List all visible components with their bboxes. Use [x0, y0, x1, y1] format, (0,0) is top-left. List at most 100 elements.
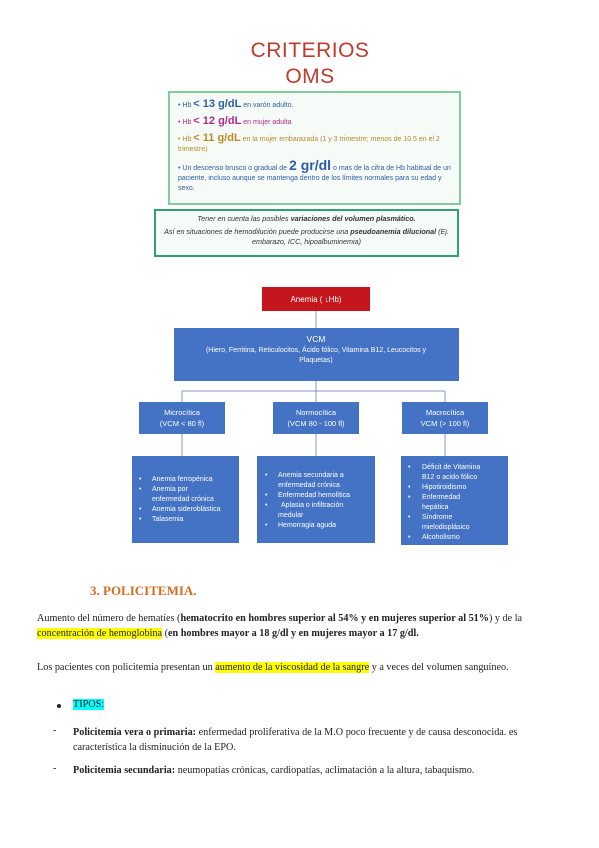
macrocitica-cause-bullet-2: •	[408, 484, 411, 491]
type-secundaria-title: Policitemia secundaria:	[73, 765, 176, 776]
vcm-node	[174, 328, 459, 381]
type-vera-title: Policitemia vera o primaria:	[73, 727, 197, 738]
macrocitica-cause-1-cont: B12 o acido fólico	[422, 474, 477, 481]
microcitica-causes: • Anemia ferropénica • Anemia por enferm…	[139, 476, 221, 523]
section-heading: 3. POLICITEMIA.	[90, 583, 197, 598]
criteria-box: • Hb < 13 g/dL en varón adulto. • Hb < 1…	[168, 91, 461, 205]
macrocitica-cause-bullet-5: •	[408, 534, 411, 541]
note-line-1-text: Tener en cuenta las posibles	[197, 214, 291, 223]
criteria-item-1-value: < 13 g/dL	[193, 98, 242, 110]
tipos-label: TIPOS:	[73, 697, 105, 712]
criteria-item-1: • Hb < 13 g/dL en varón adulto.	[178, 99, 451, 111]
normocitica-title: Normocítica	[296, 408, 337, 417]
macrocitica-cause-bullet-4: •	[408, 514, 411, 521]
microcitica-cause-2: Anemia por	[152, 486, 188, 493]
note-line-2: Así en situaciones de hemodilución puede…	[162, 227, 451, 247]
paragraph-viscosity: Los pacientes con policitemia presentan …	[37, 660, 562, 675]
criteria-item-4-text: o mas de la cifra de Hb habitual de un p…	[178, 165, 451, 192]
p1-text-a: Aumento del número de hematíes (	[37, 613, 181, 624]
microcitica-cause-bullet-1: •	[139, 476, 142, 483]
criteria-item-3-value: < 11 g/dL	[193, 132, 241, 144]
normocitica-sub: (VCM 80 - 100 fl)	[287, 419, 345, 428]
p2-text-c: y a veces del volumen sanguíneo.	[369, 662, 509, 673]
macrocitica-cause-bullet-1: •	[408, 464, 411, 471]
p1-hemoglobin-values: en hombres mayor a 18 g/dl y en mujeres …	[167, 628, 419, 639]
microcitica-cause-4: Talasemia	[152, 516, 184, 523]
macrocitica-node	[402, 402, 488, 434]
type1-dash: -	[53, 725, 57, 736]
criteria-title: CRITERIOS OMS	[240, 38, 380, 90]
microcitica-cause-bullet-4: •	[139, 516, 142, 523]
macrocitica-cause-4: Síndrome	[422, 514, 452, 521]
microcitica-sub: (VCM < 80 fl)	[160, 419, 205, 428]
microcitica-causes-node	[132, 456, 239, 543]
anemia-root-label: Anemia ( ↓Hb)	[290, 295, 341, 304]
macrocitica-title: Macrocítica	[426, 408, 465, 417]
macrocitica-sub: VCM (> 100 fl)	[421, 419, 470, 428]
normocitica-cause-3: Aplasia o infiltración	[281, 502, 343, 509]
macrocitica-cause-5: Alcoholismo	[422, 534, 460, 541]
macrocitica-cause-2: Hipotiroidismo	[422, 484, 466, 491]
macrocitica-cause-4-cont: mielodisplásico	[422, 524, 470, 531]
microcitica-cause-3: Anemia sideroblástica	[152, 506, 221, 513]
criteria-item-1-pre: • Hb	[178, 102, 194, 109]
criteria-item-3-text: en la mujer embarazada (1 y 3 trimestre;…	[178, 136, 440, 153]
note-line-1: Tener en cuenta las posibles variaciones…	[162, 214, 451, 224]
note-line-2-bold: pseudoanemia dilucional	[350, 227, 437, 236]
macrocitica-cause-3-cont: hepática	[422, 504, 449, 511]
note-line-2-tail: (Ej. embarazo, ICC, hipoalbuminemia)	[251, 227, 449, 246]
macrocitica-causes-node	[401, 456, 508, 545]
vcm-sub-line2: Plaquetas)	[299, 357, 332, 364]
normocitica-cause-4: Hemorragia aguda	[278, 522, 336, 529]
tipos-bullet-icon	[57, 704, 61, 708]
microcitica-cause-1: Anemia ferropénica	[152, 476, 213, 483]
flow-connectors	[181, 311, 446, 456]
p1-text-c: ) y de la	[488, 613, 523, 624]
criteria-item-4-pre: • Un descenso brusco o gradual de	[178, 165, 290, 172]
p1-hematocrit: hematocrito en hombres superior al 54% y…	[180, 613, 489, 624]
criteria-item-1-text: en varón adulto.	[241, 102, 294, 109]
vcm-title: VCM	[307, 334, 326, 344]
anemia-root-node	[262, 287, 370, 311]
criteria-item-2-pre: • Hb	[178, 119, 194, 126]
normocitica-cause-bullet-1: •	[265, 472, 268, 479]
type-vera-text: enfermedad proliferativa de la M.O poco …	[73, 727, 518, 753]
vcm-sub-line1: (Hiero, Ferritina, Reticulocitos, Ácido …	[206, 345, 427, 354]
tipos-highlight: TIPOS:	[73, 699, 105, 710]
criteria-item-2-value: < 12 g/dL	[193, 115, 242, 127]
criteria-item-3-pre: • Hb	[178, 136, 194, 143]
normocitica-cause-bullet-3: •	[265, 502, 268, 509]
p1-text-e: (	[162, 628, 168, 639]
microcitica-title: Microcítica	[164, 408, 201, 417]
note-line-1-bold: variaciones del volumen plasmático.	[290, 214, 416, 223]
macrocitica-cause-bullet-3: •	[408, 494, 411, 501]
microcitica-cause-bullet-2: •	[139, 486, 142, 493]
criteria-title-line2: OMS	[285, 65, 335, 88]
criteria-item-4-value: 2 gr/dl	[289, 157, 332, 173]
type-secundaria: Policitemia secundaria: neumopatías crón…	[73, 763, 563, 778]
type-secundaria-text: neumopatías crónicas, cardiopatías, acli…	[175, 765, 475, 776]
criteria-item-2: • Hb < 12 g/dL en mujer adulta	[178, 116, 451, 128]
type2-dash: -	[53, 763, 57, 774]
p2-text-a: Los pacientes con policitemia presentan …	[37, 662, 216, 673]
normocitica-cause-bullet-4: •	[265, 522, 268, 529]
microcitica-cause-bullet-3: •	[139, 506, 142, 513]
macrocitica-causes: • Déficit de Vitamina B12 o acido fólico…	[408, 464, 480, 541]
p2-viscosity-highlight: aumento de la viscosidad de la sangre	[215, 662, 370, 673]
note-line-2-text: Así en situaciones de hemodilución puede…	[164, 227, 351, 236]
normocitica-node	[273, 402, 359, 434]
type-vera: Policitemia vera o primaria: enfermedad …	[73, 725, 563, 755]
macrocitica-cause-1: Déficit de Vitamina	[422, 464, 480, 471]
normocitica-cause-1: Anemia secundaria a	[278, 472, 344, 479]
macrocitica-cause-3: Enfermedad	[422, 494, 460, 501]
criteria-item-4: • Un descenso brusco o gradual de 2 gr/d…	[178, 157, 451, 194]
criteria-title-line1: CRITERIOS	[250, 39, 370, 62]
p1-hemoglobin-highlight: concentración de hemoglobina	[37, 628, 163, 639]
criteria-item-2-text: en mujer adulta	[241, 119, 292, 126]
plasma-note-box: Tener en cuenta las posibles variaciones…	[154, 209, 459, 257]
microcitica-cause-2-cont: enfermedad crónica	[152, 496, 214, 503]
paragraph-definition: Aumento del número de hematíes (hematocr…	[37, 611, 562, 641]
normocitica-causes: • Anemia secundaria a enfermedad crónica…	[265, 472, 350, 529]
normocitica-cause-3-cont: medular	[278, 512, 304, 519]
normocitica-cause-bullet-2: •	[265, 492, 268, 499]
